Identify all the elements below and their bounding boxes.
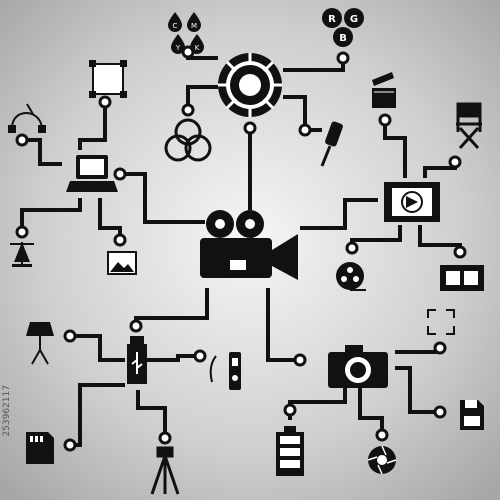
battery-icon	[276, 426, 304, 476]
bezier-curve-icon	[8, 103, 46, 133]
photo-camera-icon	[328, 345, 388, 388]
image-icon	[107, 251, 137, 275]
aperture-icon	[367, 445, 397, 475]
cmyk-drop-m: M	[191, 22, 197, 30]
pipette-icon	[320, 121, 343, 167]
cmyk-drop-c: C	[173, 22, 178, 30]
rgb-venn-icon	[164, 118, 212, 162]
rgb-g: G	[350, 14, 358, 25]
director-chair-icon	[456, 102, 482, 150]
connector-nodes	[15, 45, 467, 452]
voice-recorder-icon	[209, 352, 241, 390]
focus-frame-icon	[427, 309, 455, 335]
laptop-icon	[66, 155, 118, 192]
anchor-point-pen-icon	[10, 242, 34, 267]
rgb-r: R	[328, 14, 336, 25]
stock-id: 253962117	[2, 385, 12, 437]
film-strip-icon	[440, 265, 484, 291]
tripod-icon	[150, 446, 180, 495]
crop-frame-icon	[89, 60, 127, 98]
studio-light-icon	[26, 322, 54, 365]
video-player-icon	[384, 182, 440, 222]
rgb-b: B	[339, 33, 347, 44]
rgb-circles-icon: R G B	[322, 8, 364, 47]
film-reel-icon	[336, 262, 366, 291]
cmyk-drop-y: Y	[175, 44, 181, 52]
color-wheel-icon	[218, 53, 282, 117]
video-camera-icon	[200, 210, 298, 280]
clapperboard-icon	[372, 72, 396, 108]
sd-card-icon	[26, 432, 54, 464]
floppy-disk-icon	[460, 400, 484, 430]
usb-stick-icon	[127, 336, 147, 384]
cmyk-drop-k: K	[195, 44, 200, 52]
cmyk-ink-drops-icon: C M Y K	[168, 12, 204, 54]
